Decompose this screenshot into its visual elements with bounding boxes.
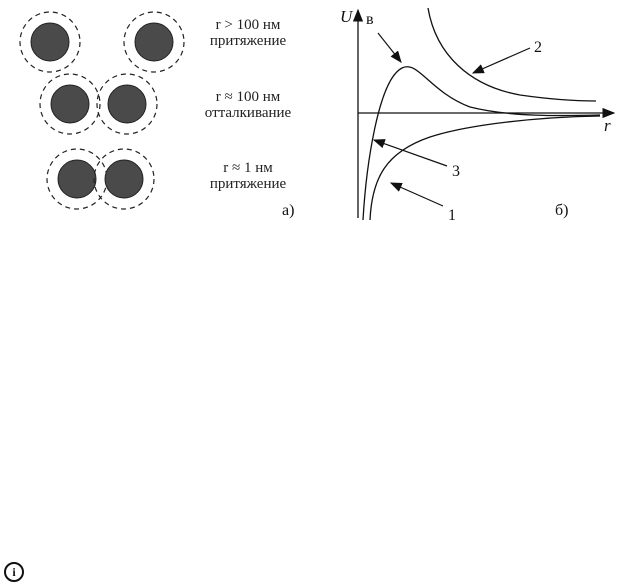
curve-label-3: 3 <box>452 163 460 180</box>
caption-far: r > 100 нм притяжение <box>188 17 308 49</box>
arrow-curve-3 <box>372 139 448 167</box>
panel-a-label: а) <box>282 202 295 219</box>
caption-near-distance: r ≈ 1 нм <box>223 160 273 176</box>
curve-label-1: 1 <box>448 207 456 224</box>
x-axis-label: r <box>604 116 611 135</box>
info-glyph: i <box>12 565 16 579</box>
peak-label: в <box>366 11 374 28</box>
particle-pair-touching <box>39 73 158 135</box>
particle-pair-close <box>46 148 155 210</box>
caption-near-effect: притяжение <box>209 176 287 192</box>
arrow-peak <box>377 32 402 63</box>
curve-1 <box>369 115 601 221</box>
particle-pair-far <box>19 11 185 73</box>
caption-mid-distance: r ≈ 100 нм <box>215 89 281 105</box>
potential-graph: U r в 2 3 1 <box>340 7 616 224</box>
caption-mid-effect: отталкивание <box>204 105 292 121</box>
arrow-curve-1 <box>389 182 444 207</box>
figure-canvas: U r в 2 3 1 <box>19 7 616 224</box>
curve-2 <box>427 7 597 102</box>
arrow-curve-2 <box>471 47 531 74</box>
caption-mid: r ≈ 100 нм отталкивание <box>186 89 310 121</box>
y-axis-label: U <box>340 7 354 26</box>
curve-label-2: 2 <box>534 39 542 56</box>
caption-far-distance: r > 100 нм <box>215 17 281 33</box>
caption-near: r ≈ 1 нм притяжение <box>188 160 308 192</box>
curve-3 <box>362 66 601 221</box>
caption-far-effect: притяжение <box>209 33 287 49</box>
info-icon[interactable]: i <box>4 562 24 582</box>
panel-b-label: б) <box>555 202 569 219</box>
